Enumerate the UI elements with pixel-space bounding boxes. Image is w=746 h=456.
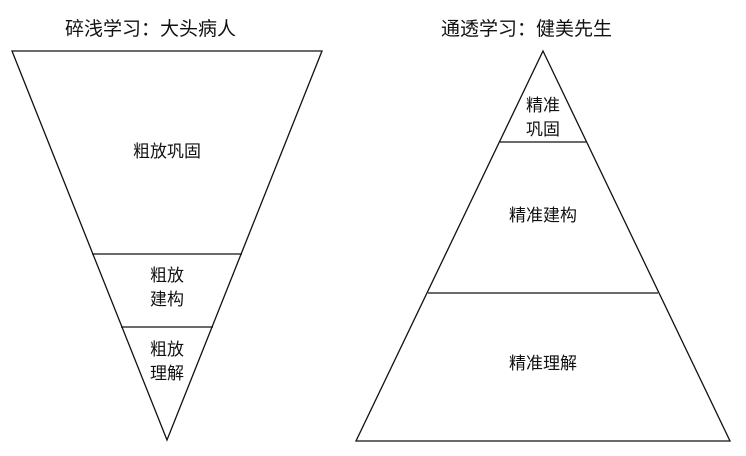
right-layer-1-label: 精准 巩固 (526, 96, 560, 140)
right-diagram-title: 通透学习：健美先生 (441, 18, 613, 40)
left-layer-3-label: 粗放 理解 (150, 340, 184, 384)
left-layer-2-label: 粗放 建构 (150, 266, 184, 310)
inverted-pyramid-outline (11, 50, 323, 442)
left-layer-1-label: 粗放巩固 (133, 142, 201, 162)
left-diagram-title: 碎浅学习：大头病人 (65, 18, 237, 40)
right-layer-2-label: 精准建构 (509, 206, 577, 226)
right-layer-3-label: 精准理解 (509, 354, 577, 374)
pyramid-outline (354, 49, 732, 442)
